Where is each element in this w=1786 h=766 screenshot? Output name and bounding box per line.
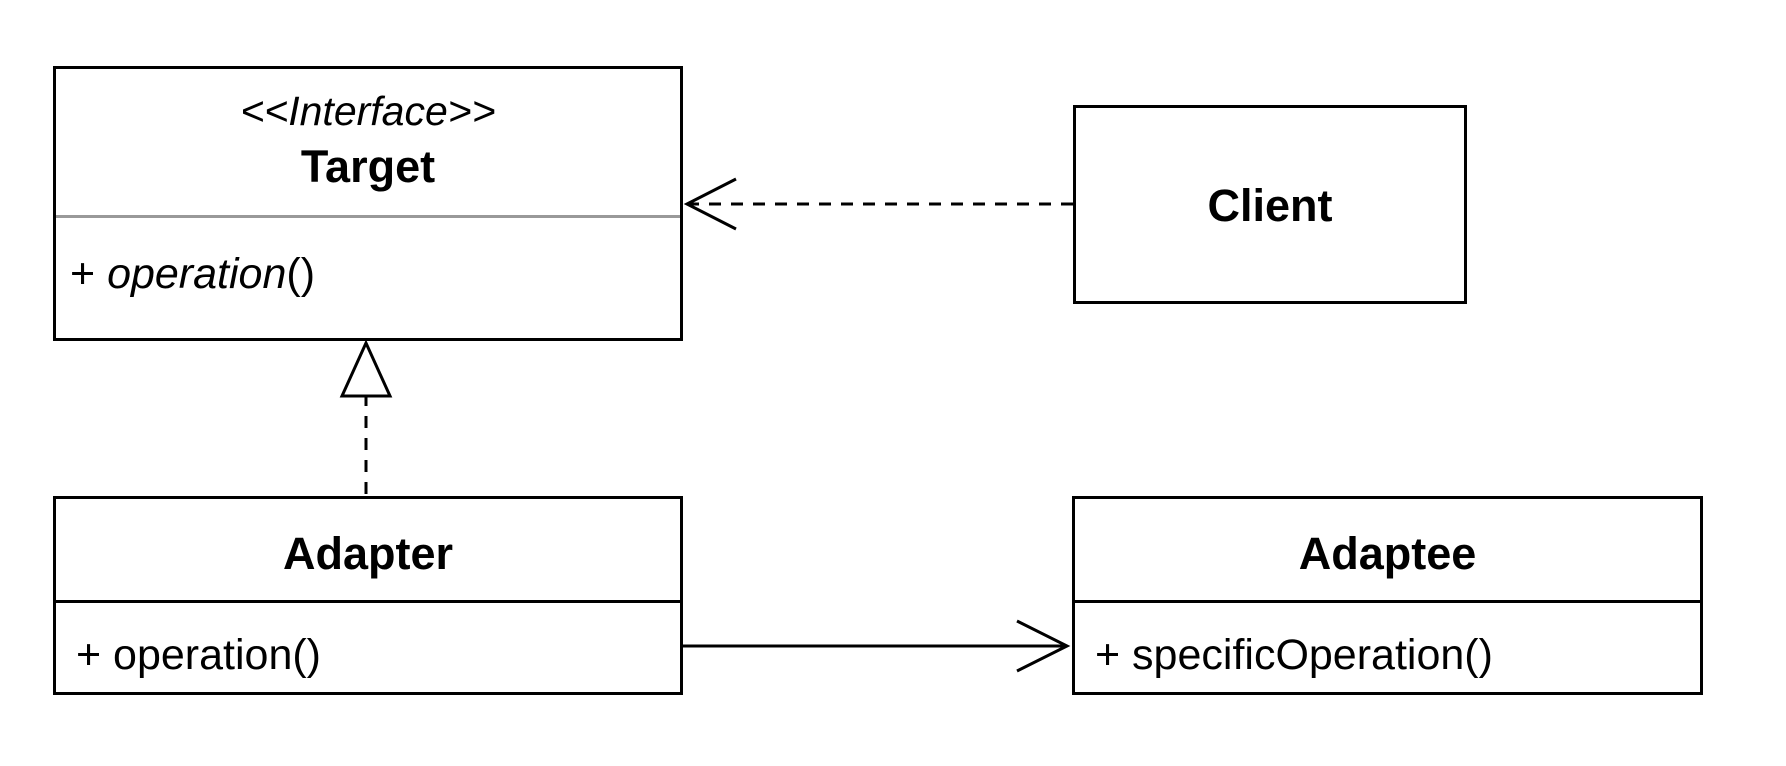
adapter-name: Adapter — [282, 528, 454, 579]
target-operation-name: operation — [107, 250, 287, 298]
client-box: Client — [1073, 105, 1467, 304]
adapter-operation: + operation() — [76, 631, 322, 679]
adapter-divider — [56, 600, 680, 603]
association-adapter-to-adaptee — [680, 619, 1071, 673]
target-operation-prefix: + — [70, 250, 108, 298]
client-name: Client — [1207, 180, 1333, 231]
adapter-box: Adapter + operation() — [53, 496, 683, 695]
target-operation-suffix: () — [286, 250, 316, 298]
target-operation: + operation() — [70, 253, 315, 296]
adaptee-box: Adaptee + specificOperation() — [1072, 496, 1703, 695]
target-stereotype: <<Interface>> — [240, 88, 496, 134]
adaptee-operation: + specificOperation() — [1095, 631, 1493, 679]
dependency-client-to-target — [683, 177, 1073, 231]
target-name: Target — [300, 141, 436, 192]
adaptee-name: Adaptee — [1298, 528, 1477, 579]
realization-adapter-to-target — [339, 339, 393, 494]
target-divider — [56, 215, 680, 218]
target-interface-box: <<Interface>> Target + operation() — [53, 66, 683, 341]
adaptee-divider — [1075, 600, 1700, 603]
